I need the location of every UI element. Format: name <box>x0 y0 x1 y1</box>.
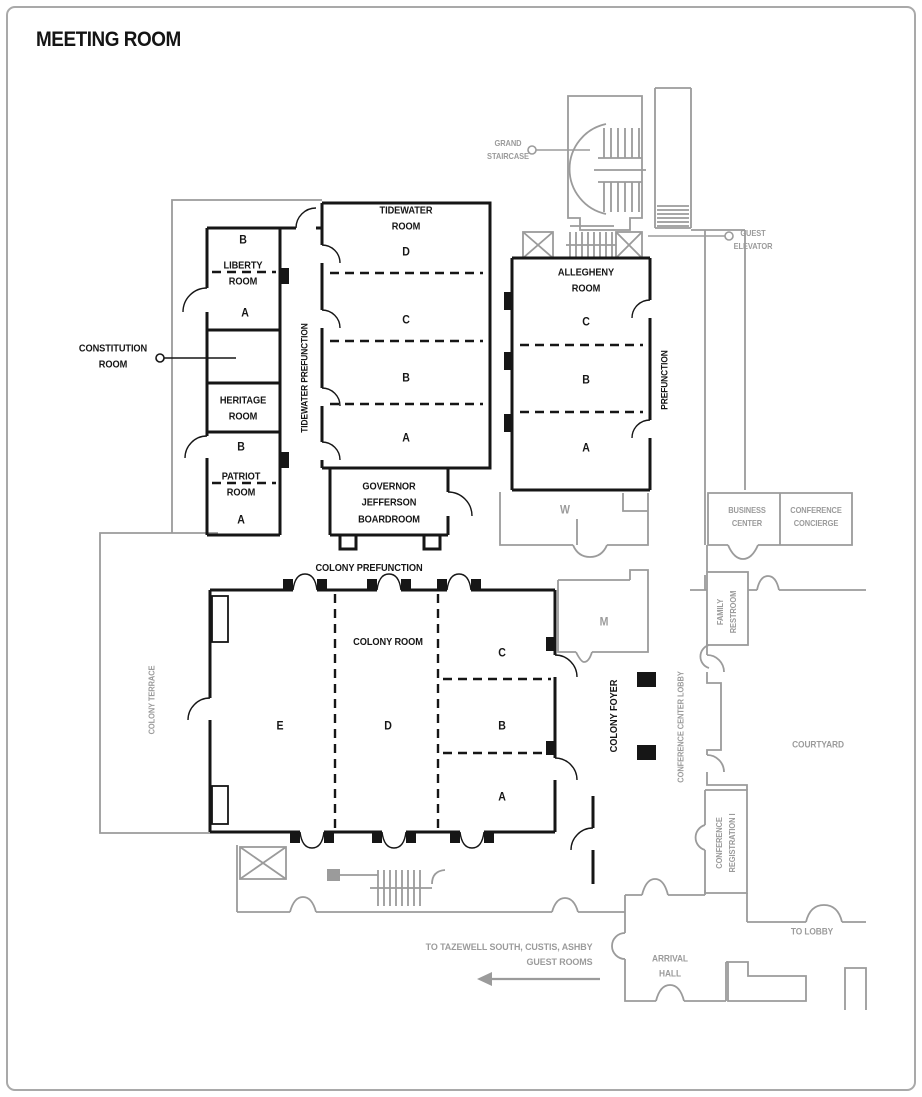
exterior-gray-walls <box>99 199 867 1010</box>
conference-concierge-label: CONFERENCE CONCIERGE <box>790 504 842 528</box>
tidewater-section-d: D <box>402 244 410 259</box>
column-block <box>327 869 340 881</box>
colony-prefunction-label: COLONY PREFUNCTION <box>315 561 423 574</box>
conference-registration-label: CONFERENCE REGISTRATION I <box>713 813 737 873</box>
guest-rooms-arrow-head <box>477 972 492 986</box>
tidewater-prefunction-label: TIDEWATER PREFUNCTION <box>299 323 311 433</box>
governor-jefferson-walls <box>328 466 450 551</box>
elevator-bank <box>522 225 643 259</box>
allegheny-walls <box>510 256 652 492</box>
tidewater-section-b: B <box>402 370 410 385</box>
door-arcs <box>182 207 651 851</box>
constitution-leader-dot <box>155 353 165 363</box>
allegheny-room-label: ALLEGHENY ROOM <box>557 266 615 295</box>
heritage-room-label: HERITAGE ROOM <box>219 394 267 423</box>
foyer-column <box>637 745 656 760</box>
to-guest-rooms-label: TO TAZEWELL SOUTH, CUSTIS, ASHBY GUEST R… <box>425 942 592 968</box>
liberty-section-b: B <box>239 232 247 247</box>
leader-lines <box>155 145 734 363</box>
courtyard-label: COURTYARD <box>792 739 844 751</box>
guest-elevator-label: GUEST ELEVATOR <box>733 227 773 251</box>
family-restroom-label: FAMILY RESTROOM <box>714 590 738 634</box>
business-center-label: BUSINESS CENTER <box>728 504 766 528</box>
guest-elevator-core <box>654 87 692 229</box>
allegheny-section-b: B <box>582 372 590 387</box>
west-rooms-walls <box>205 226 322 537</box>
service-elevator-and-stair <box>239 846 421 906</box>
tidewater-section-c: C <box>402 312 410 327</box>
colony-section-d: D <box>384 718 392 733</box>
liberty-section-a: A <box>241 305 249 320</box>
conference-center-lobby-label: CONFERENCE CENTER LOBBY <box>675 671 686 783</box>
colony-section-e: E <box>276 718 284 733</box>
tidewater-section-a: A <box>402 430 410 445</box>
to-lobby-label: TO LOBBY <box>790 926 834 938</box>
colony-walls <box>208 588 557 834</box>
tidewater-walls <box>320 201 492 470</box>
patriot-room-label: PATRIOT ROOM <box>221 470 261 499</box>
mens-restroom-label: M <box>599 614 609 629</box>
allegheny-section-a: A <box>582 440 590 455</box>
colony-foyer-label: COLONY FOYER <box>607 679 620 753</box>
arrival-hall-label: ARRIVAL HALL <box>652 953 688 979</box>
womens-restroom-label: W <box>560 502 570 517</box>
elevator-leader-dot <box>724 231 734 241</box>
colony-room-label: COLONY ROOM <box>353 635 423 648</box>
colony-section-b: B <box>498 718 506 733</box>
gray-fills <box>327 869 492 986</box>
patriot-section-b: B <box>237 439 245 454</box>
page-title: MEETING ROOM <box>36 28 181 51</box>
grand-staircase <box>567 95 646 231</box>
foyer-column <box>637 672 656 687</box>
constitution-room-label: CONSTITUTION ROOM <box>78 342 148 371</box>
tidewater-room-label: TIDEWATER ROOM <box>379 204 433 233</box>
liberty-room-label: LIBERTY ROOM <box>223 259 263 288</box>
patriot-section-a: A <box>237 512 245 527</box>
grand-staircase-label: GRAND STAIRCASE <box>487 137 529 161</box>
wall-posts <box>280 268 656 843</box>
colony-section-a: A <box>498 789 506 804</box>
governor-jefferson-label: GOVERNOR JEFFERSON BOARDROOM <box>358 480 420 526</box>
colony-terrace-label: COLONY TERRACE <box>146 665 157 735</box>
airwall-dividers <box>212 270 643 828</box>
allegheny-section-c: C <box>582 314 590 329</box>
prefunction-label: PREFUNCTION <box>659 350 671 410</box>
colony-section-c: C <box>498 645 506 660</box>
